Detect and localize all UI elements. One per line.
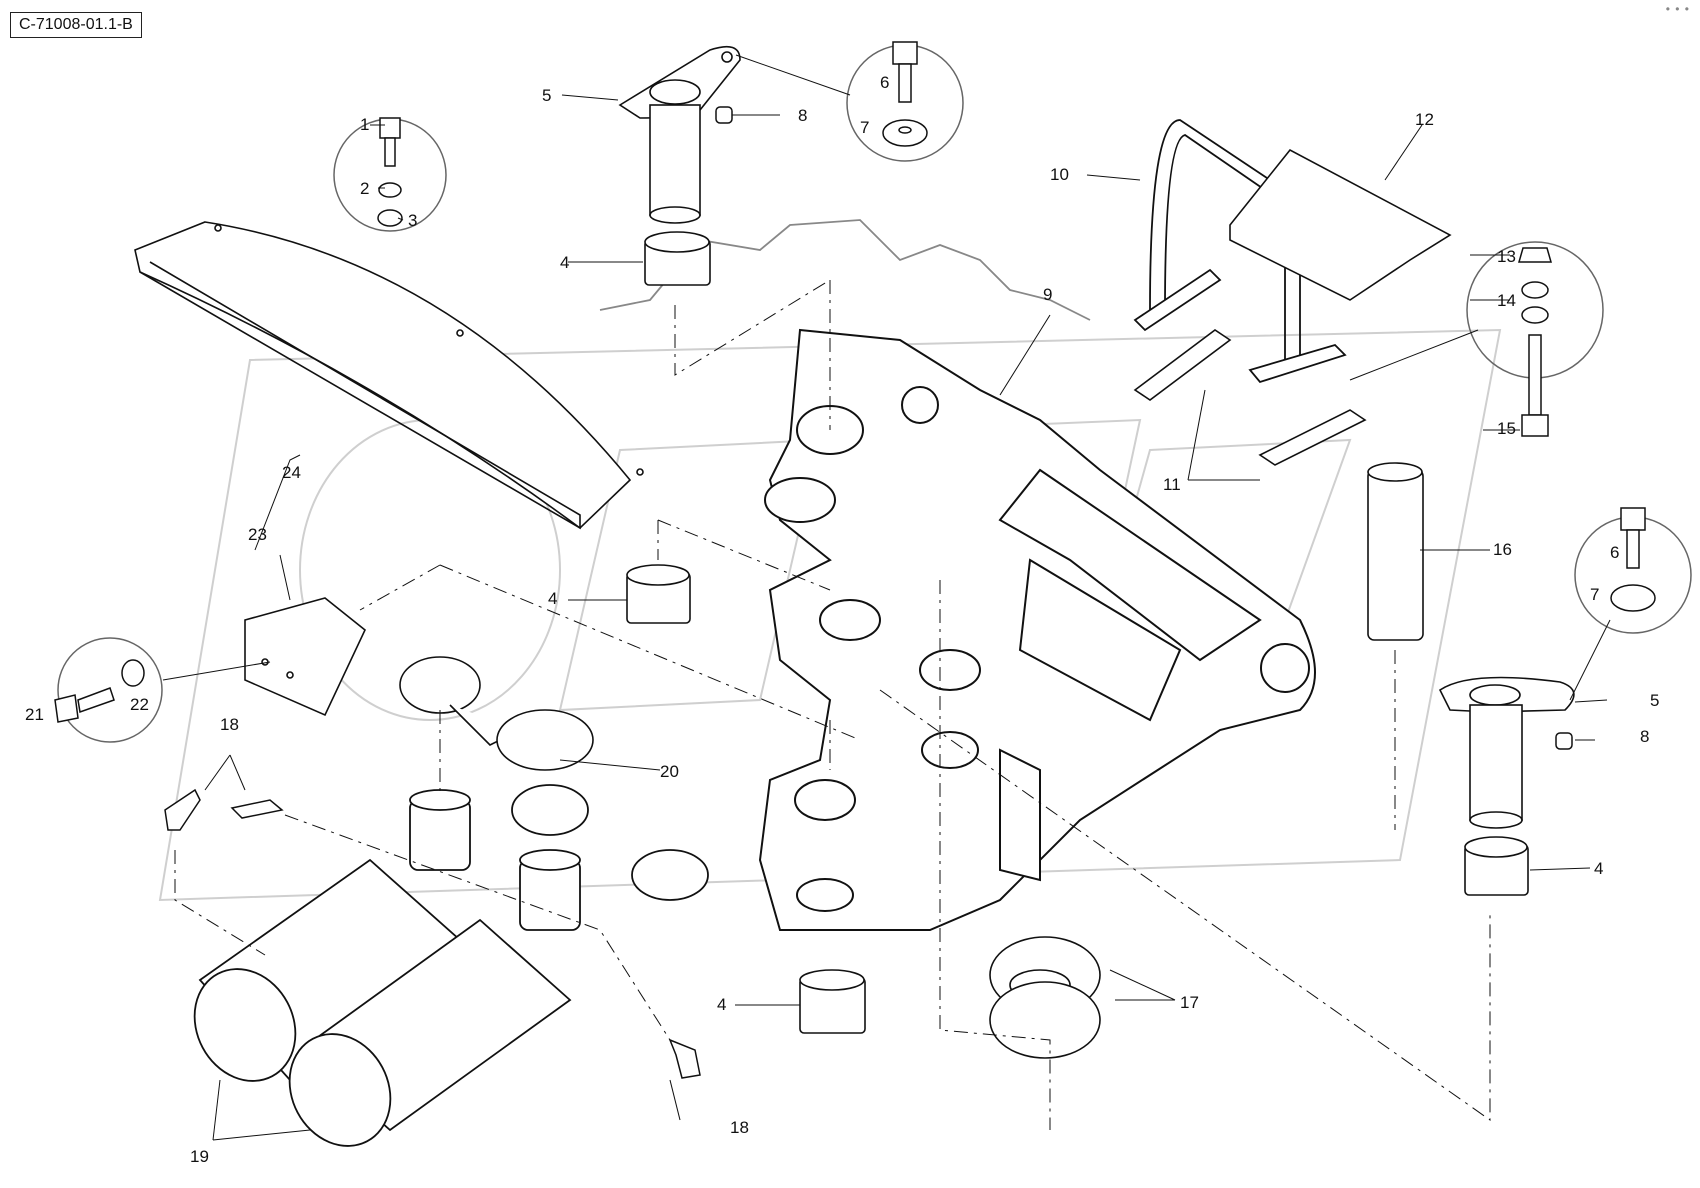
callout-9: 9 <box>1043 285 1052 304</box>
corner-mark: • • • <box>1665 2 1690 16</box>
callout-19: 19 <box>190 1147 209 1166</box>
callout-24: 24 <box>282 463 301 482</box>
bushing-part-8-right[interactable] <box>1555 732 1573 750</box>
callout-4-top: 4 <box>560 253 569 272</box>
fittings-part-18[interactable] <box>164 788 701 1079</box>
callout-7-top: 7 <box>860 118 869 137</box>
callout-15: 15 <box>1497 419 1516 438</box>
callout-3: 3 <box>408 211 417 230</box>
bushing-part-4-middle[interactable] <box>626 564 691 624</box>
callout-4-bottom: 4 <box>717 995 726 1014</box>
callout-5-top: 5 <box>542 86 551 105</box>
bushing-part-4-top[interactable] <box>644 231 711 286</box>
callout-6-right: 6 <box>1610 543 1619 562</box>
callout-2: 2 <box>360 179 369 198</box>
stud-nut-set-13-15[interactable] <box>1466 241 1604 437</box>
bracket-part-23[interactable] <box>244 597 366 717</box>
bushing-part-4-bottom[interactable] <box>799 969 866 1034</box>
bolt-washer-set-6-7-top[interactable] <box>846 41 964 162</box>
callout-10: 10 <box>1050 165 1069 184</box>
callout-17: 17 <box>1180 993 1199 1012</box>
hydraulic-cylinders-part-19[interactable] <box>175 784 709 1164</box>
callout-14: 14 <box>1497 291 1516 310</box>
bolt-washer-set-1-3[interactable] <box>333 117 447 232</box>
rollers-part-17[interactable] <box>989 936 1101 1059</box>
callout-18-left: 18 <box>220 715 239 734</box>
assembly-dash-lines <box>174 279 1491 1130</box>
callout-labels: 1 2 3 5 6 7 8 4 10 12 9 13 14 15 11 16 6… <box>25 73 1659 1166</box>
callout-4-middle: 4 <box>548 589 557 608</box>
callout-18-bottom: 18 <box>730 1118 749 1137</box>
callout-8-right: 8 <box>1640 727 1649 746</box>
callout-6-top: 6 <box>880 73 889 92</box>
bolt-washer-set-21-22[interactable] <box>54 637 163 743</box>
callout-8-top: 8 <box>798 106 807 125</box>
callout-23: 23 <box>248 525 267 544</box>
pin-part-16[interactable] <box>1367 462 1424 641</box>
drawing-id-box: C-71008-01.1-B <box>10 12 142 38</box>
hose-retainer-part-20[interactable] <box>399 656 594 771</box>
callout-12: 12 <box>1415 110 1434 129</box>
callout-13: 13 <box>1497 247 1516 266</box>
callout-7-right: 7 <box>1590 585 1599 604</box>
callout-11: 11 <box>1163 475 1181 494</box>
callout-20: 20 <box>660 762 679 781</box>
callout-4-right: 4 <box>1594 859 1603 878</box>
pin-with-flange-part-5-right[interactable] <box>1438 676 1575 829</box>
callout-5-right: 5 <box>1650 691 1659 710</box>
callout-16: 16 <box>1493 540 1512 559</box>
callout-22: 22 <box>130 695 149 714</box>
cover-plate-part-12[interactable] <box>1229 148 1452 301</box>
pin-with-flange-part-5-top[interactable] <box>618 45 741 224</box>
leader-lines <box>162 54 1611 1141</box>
bolt-washer-set-6-7-right[interactable] <box>1574 507 1692 634</box>
swing-frame-part-9[interactable] <box>758 328 1316 931</box>
guard-plate-part-24[interactable] <box>134 221 644 530</box>
brackets-part-11[interactable] <box>1133 329 1367 466</box>
bushing-part-8-top[interactable] <box>715 106 733 124</box>
bushing-part-4-right[interactable] <box>1464 836 1529 896</box>
callout-1: 1 <box>360 115 369 134</box>
callout-21: 21 <box>25 705 44 724</box>
